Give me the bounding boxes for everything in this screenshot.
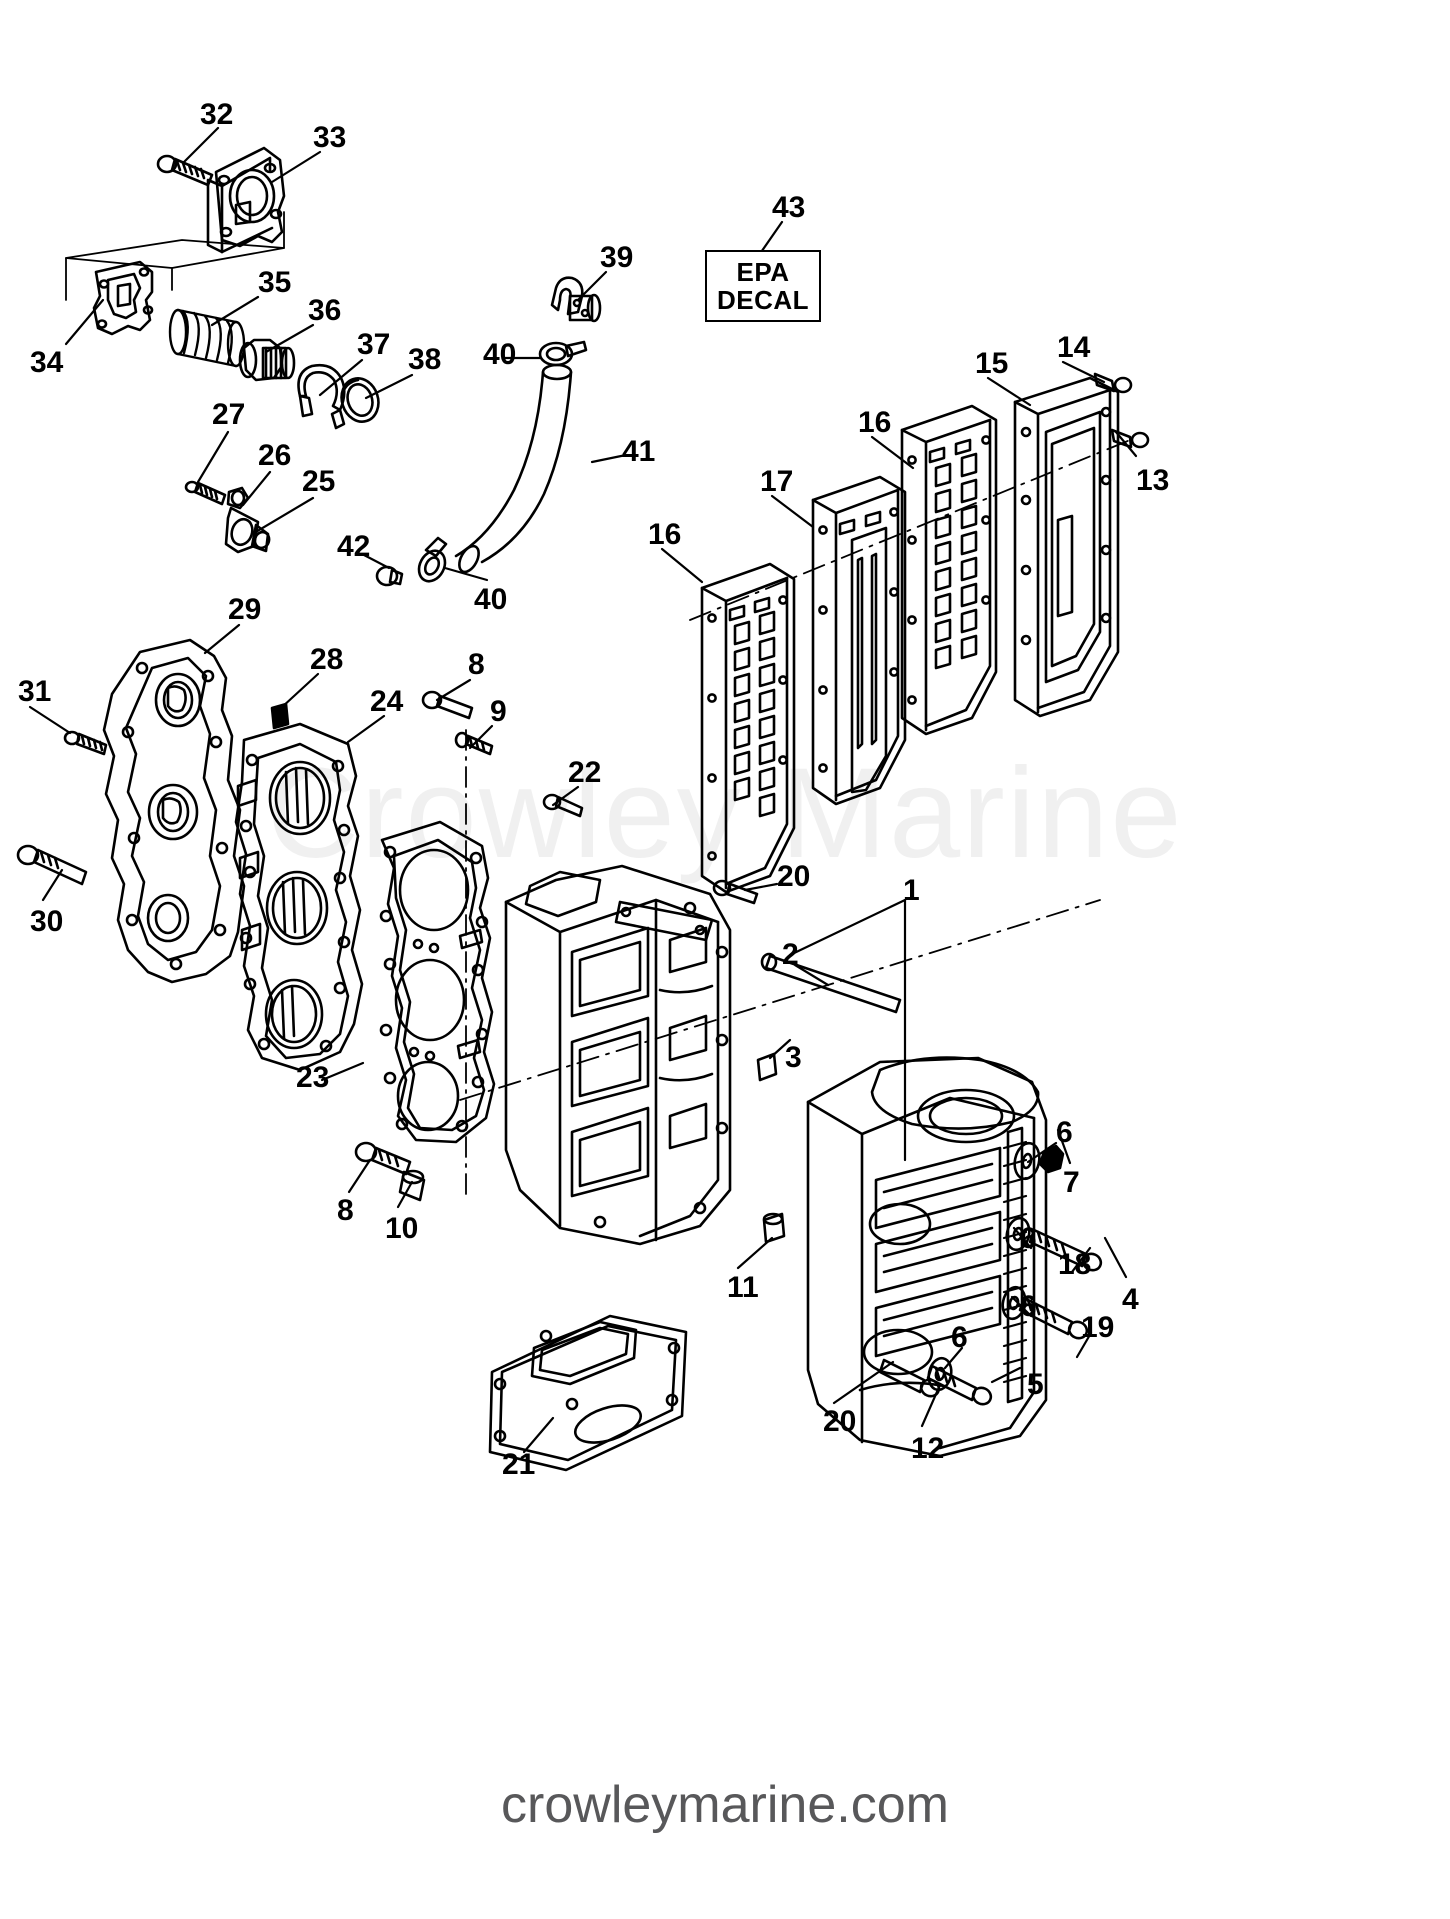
callout-number-14: 14 <box>1057 331 1091 364</box>
callout-number-18: 18 <box>1058 1248 1092 1281</box>
callout-number-24: 24 <box>370 685 404 718</box>
callout-number-17: 17 <box>760 465 794 498</box>
callout-number-34: 34 <box>30 346 64 379</box>
callout-number-40b: 40 <box>474 583 508 616</box>
callout-number-35: 35 <box>258 266 292 299</box>
callout-number-32: 32 <box>200 98 234 131</box>
callout-number-27: 27 <box>212 398 246 431</box>
watermark-text: Crowley Marine <box>266 742 1184 885</box>
callout-number-41: 41 <box>622 435 656 468</box>
callout-number-22: 22 <box>568 756 602 789</box>
callout-number-25: 25 <box>302 465 336 498</box>
callout-number-20a: 20 <box>777 860 811 893</box>
epa-decal-box: EPA DECAL <box>705 250 821 322</box>
callout-number-15: 15 <box>975 347 1009 380</box>
callout-number-12: 12 <box>911 1432 945 1465</box>
callout-number-26: 26 <box>258 439 292 472</box>
callout-number-10: 10 <box>385 1212 419 1245</box>
callout-number-43: 43 <box>772 191 806 224</box>
epa-decal-line1: EPA <box>736 256 790 287</box>
callout-number-40a: 40 <box>483 338 517 371</box>
callout-number-16b: 16 <box>648 518 682 551</box>
callout-number-5: 5 <box>1027 1368 1044 1401</box>
callout-number-6b: 6 <box>1020 1222 1037 1255</box>
callout-number-28: 28 <box>310 643 344 676</box>
callout-number-6c: 6 <box>1020 1290 1037 1323</box>
callout-number-9: 9 <box>490 695 507 728</box>
callout-number-2: 2 <box>782 938 799 971</box>
callout-number-42: 42 <box>337 530 371 563</box>
callout-number-31: 31 <box>18 675 52 708</box>
callout-number-16a: 16 <box>858 406 892 439</box>
callout-number-30: 30 <box>30 905 64 938</box>
callout-number-21: 21 <box>502 1448 536 1481</box>
footer-brand: crowleymarine.com <box>501 1776 949 1834</box>
callout-number-3: 3 <box>785 1041 802 1074</box>
callout-number-39: 39 <box>600 241 634 274</box>
callout-number-38: 38 <box>408 343 442 376</box>
callout-number-8b: 8 <box>337 1194 354 1227</box>
callout-number-1: 1 <box>903 874 920 907</box>
callout-number-37: 37 <box>357 328 391 361</box>
callout-number-6a: 6 <box>1056 1116 1073 1149</box>
callout-number-8a: 8 <box>468 648 485 681</box>
epa-decal-line2: DECAL <box>716 285 810 315</box>
callout-number-33: 33 <box>313 121 347 154</box>
callout-number-13: 13 <box>1136 464 1170 497</box>
callout-number-11: 11 <box>727 1271 759 1304</box>
callout-number-29: 29 <box>228 593 262 626</box>
callout-number-20b: 20 <box>823 1405 857 1438</box>
callout-number-4: 4 <box>1122 1283 1139 1316</box>
callout-number-19: 19 <box>1081 1311 1115 1344</box>
callout-number-6d: 6 <box>951 1321 968 1354</box>
callout-number-7: 7 <box>1063 1166 1080 1199</box>
callout-number-36: 36 <box>308 294 342 327</box>
callout-number-23: 23 <box>296 1061 330 1094</box>
